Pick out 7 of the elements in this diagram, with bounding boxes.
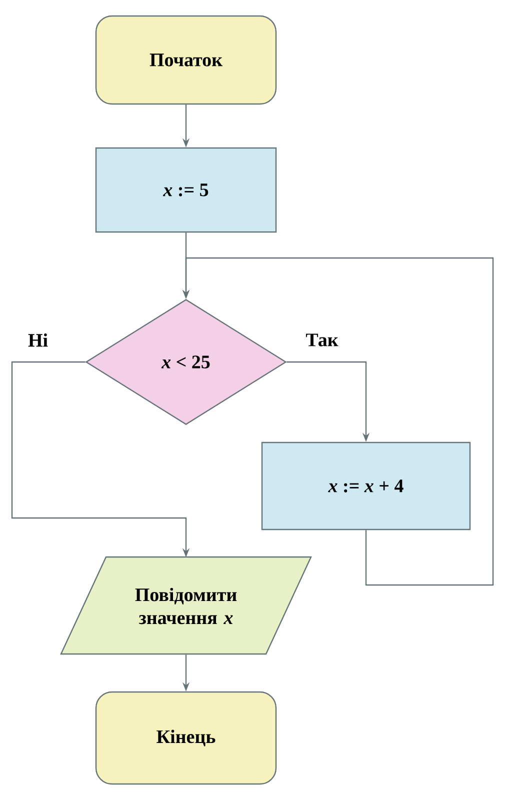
- data-parallelogram: Повідомити значення x: [60, 556, 312, 655]
- edge-label: Ні: [26, 332, 50, 348]
- edge-label: Так: [304, 332, 340, 348]
- terminal-box: Кінець: [95, 691, 277, 785]
- process-box: x := x + 4: [261, 442, 471, 530]
- process-box: x := 5: [95, 147, 277, 233]
- terminal-box: Початок: [95, 15, 277, 105]
